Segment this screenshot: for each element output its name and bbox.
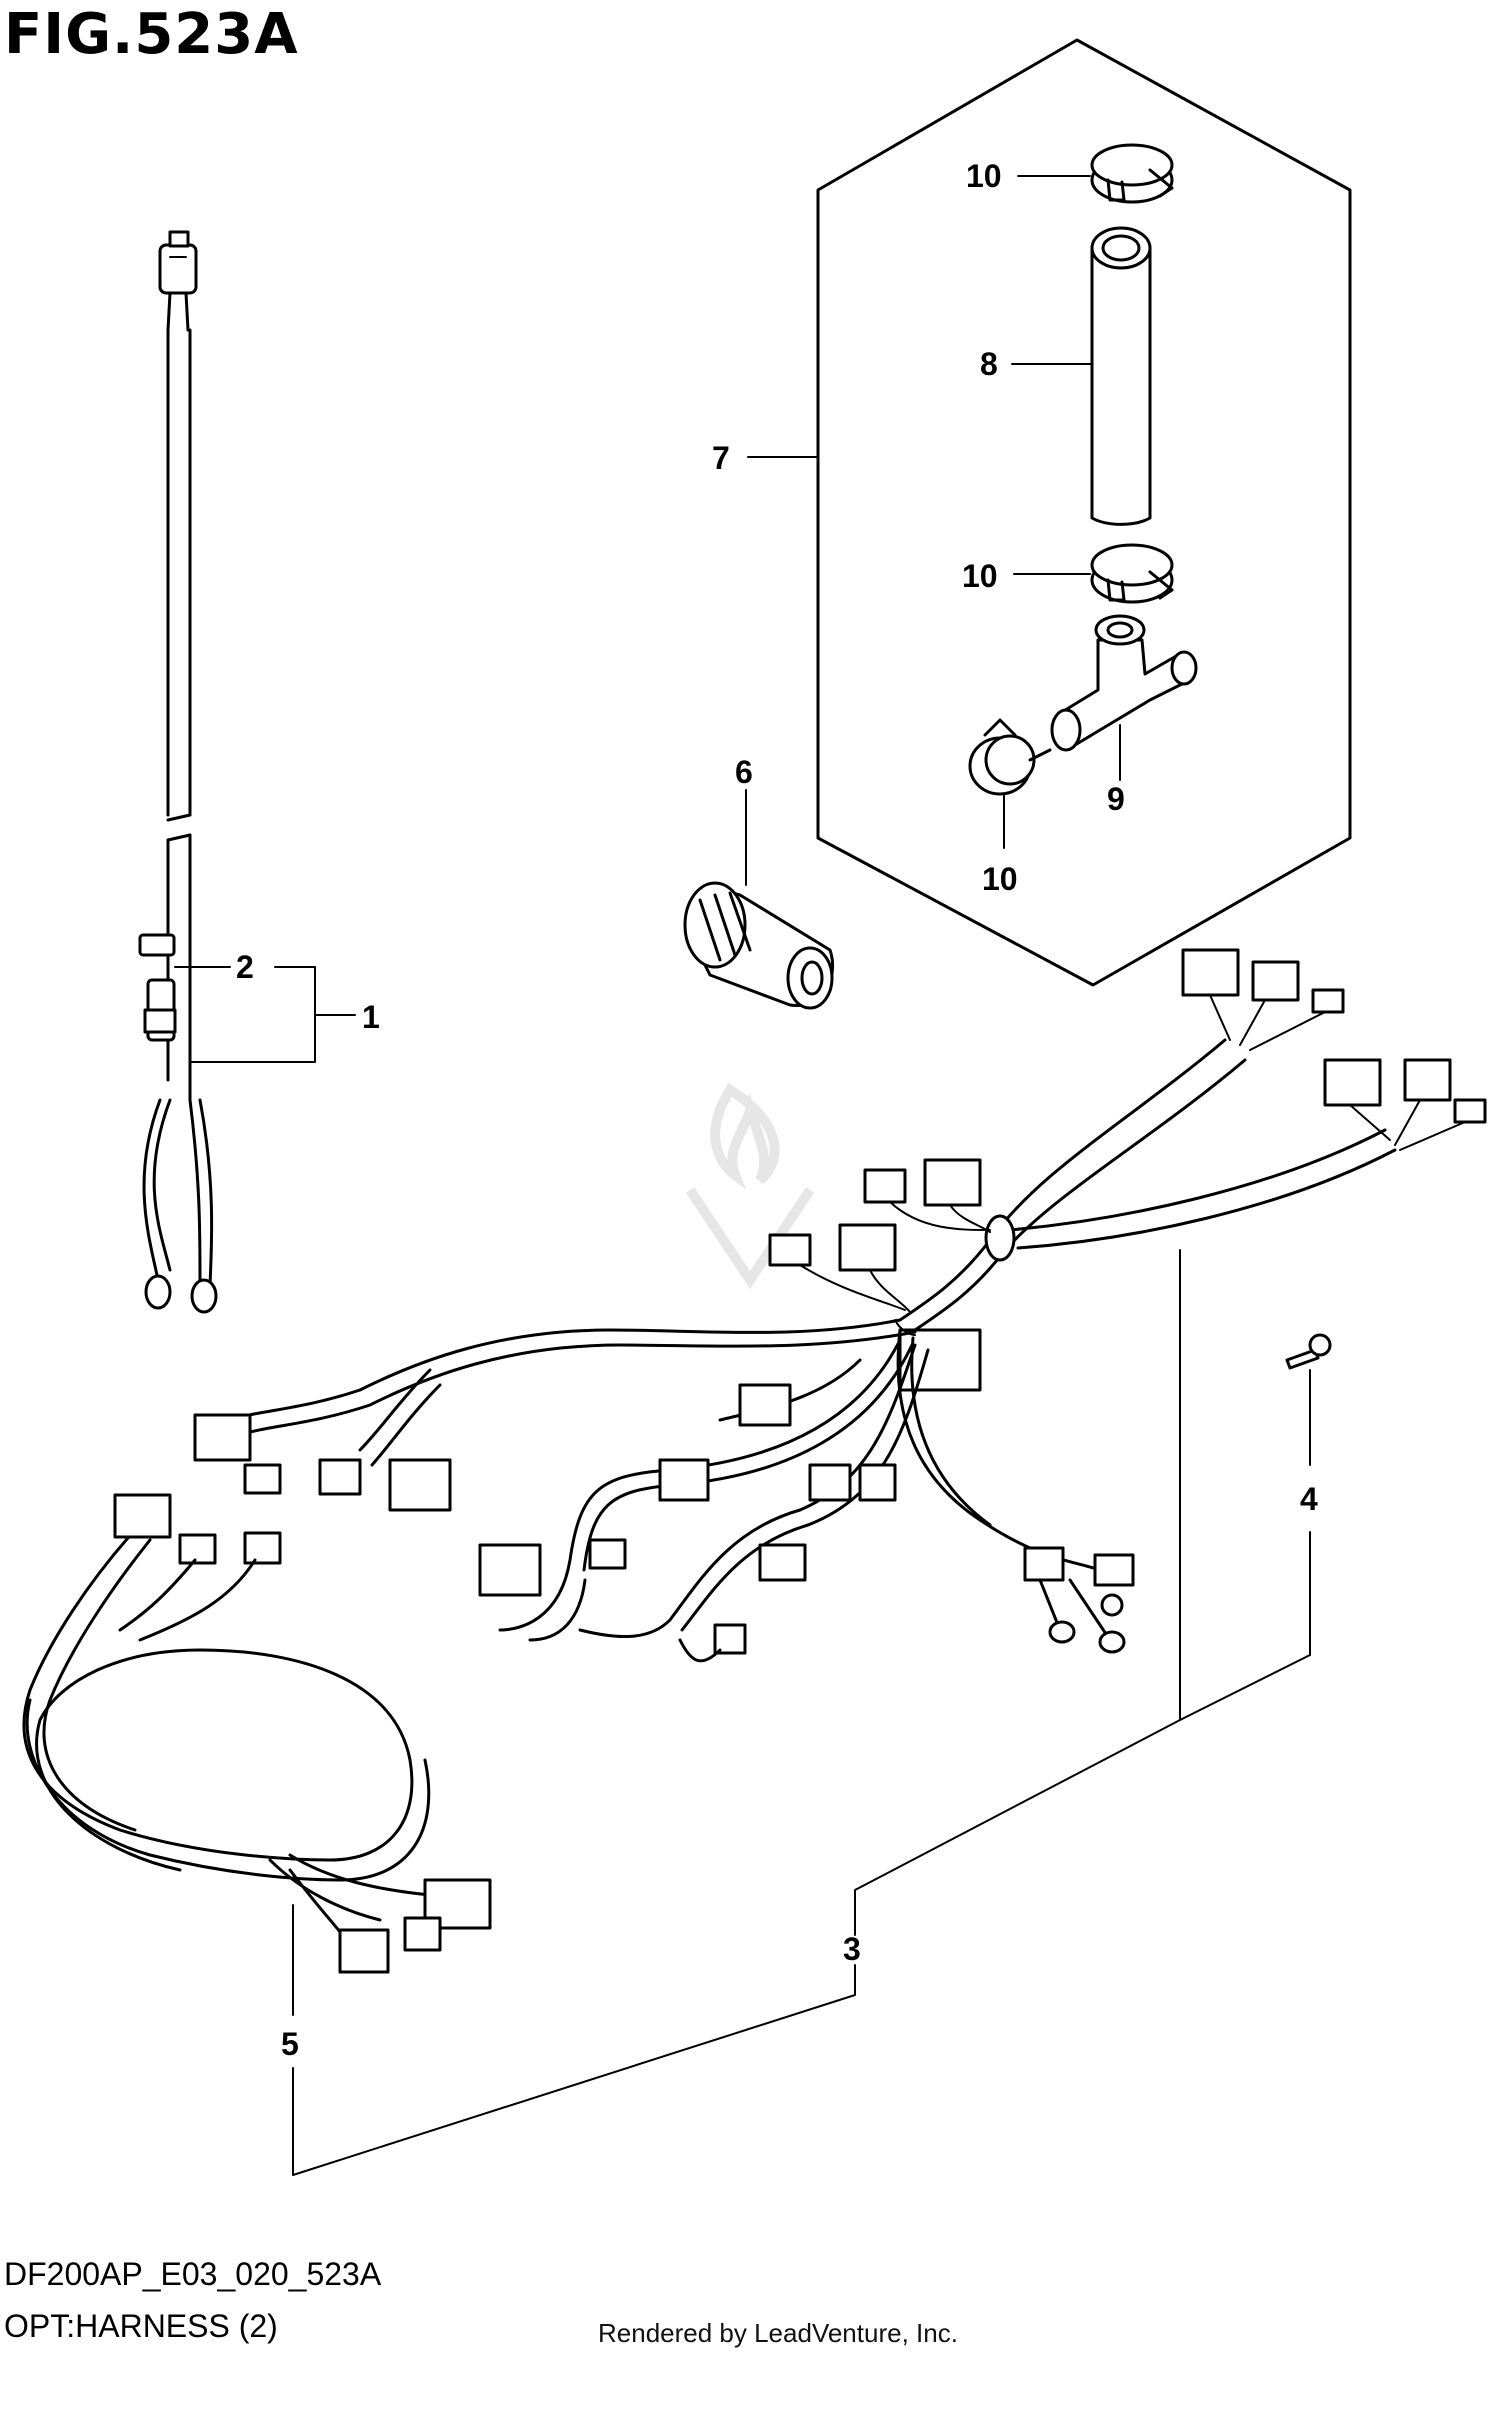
callout-6: 6 [735, 754, 753, 790]
section-name: OPT:HARNESS (2) [4, 2308, 278, 2344]
callout-1: 1 [362, 999, 380, 1035]
callout-3: 3 [843, 1931, 861, 1967]
hose-clamp-part-10 [1090, 143, 1174, 204]
t-joint-part-9 [1050, 614, 1198, 752]
callout-10-top: 10 [966, 158, 1002, 194]
hose-part-8 [1090, 226, 1152, 526]
kit-outline-part-7 [816, 38, 1352, 987]
callout-9: 9 [1107, 781, 1125, 817]
main-harness-part-3 [193, 948, 1487, 1663]
callout-2: 2 [236, 949, 254, 985]
callout-10-lower: 10 [982, 861, 1018, 897]
harness-lead-part-1 [142, 230, 218, 1314]
screw-part-4 [1285, 1333, 1332, 1370]
render-credit: Rendered by LeadVenture, Inc. [598, 2318, 958, 2348]
drawing-code: DF200AP_E03_020_523A [4, 2256, 382, 2292]
callout-10-middle: 10 [962, 558, 998, 594]
callout-4: 4 [1300, 1481, 1318, 1517]
callout-5: 5 [281, 2026, 299, 2062]
callout-7: 7 [712, 440, 730, 476]
loop-harness-part-5 [22, 1493, 492, 1974]
watermark-logo [685, 1083, 815, 1290]
figure-title: FIG.523A [4, 2, 299, 67]
grommet-part-6 [683, 881, 835, 1010]
hose-clamp-part-10b [1090, 543, 1174, 604]
fuse-part-2 [138, 933, 176, 957]
callout-8: 8 [980, 346, 998, 382]
hose-clamp-part-10c [968, 718, 1052, 796]
